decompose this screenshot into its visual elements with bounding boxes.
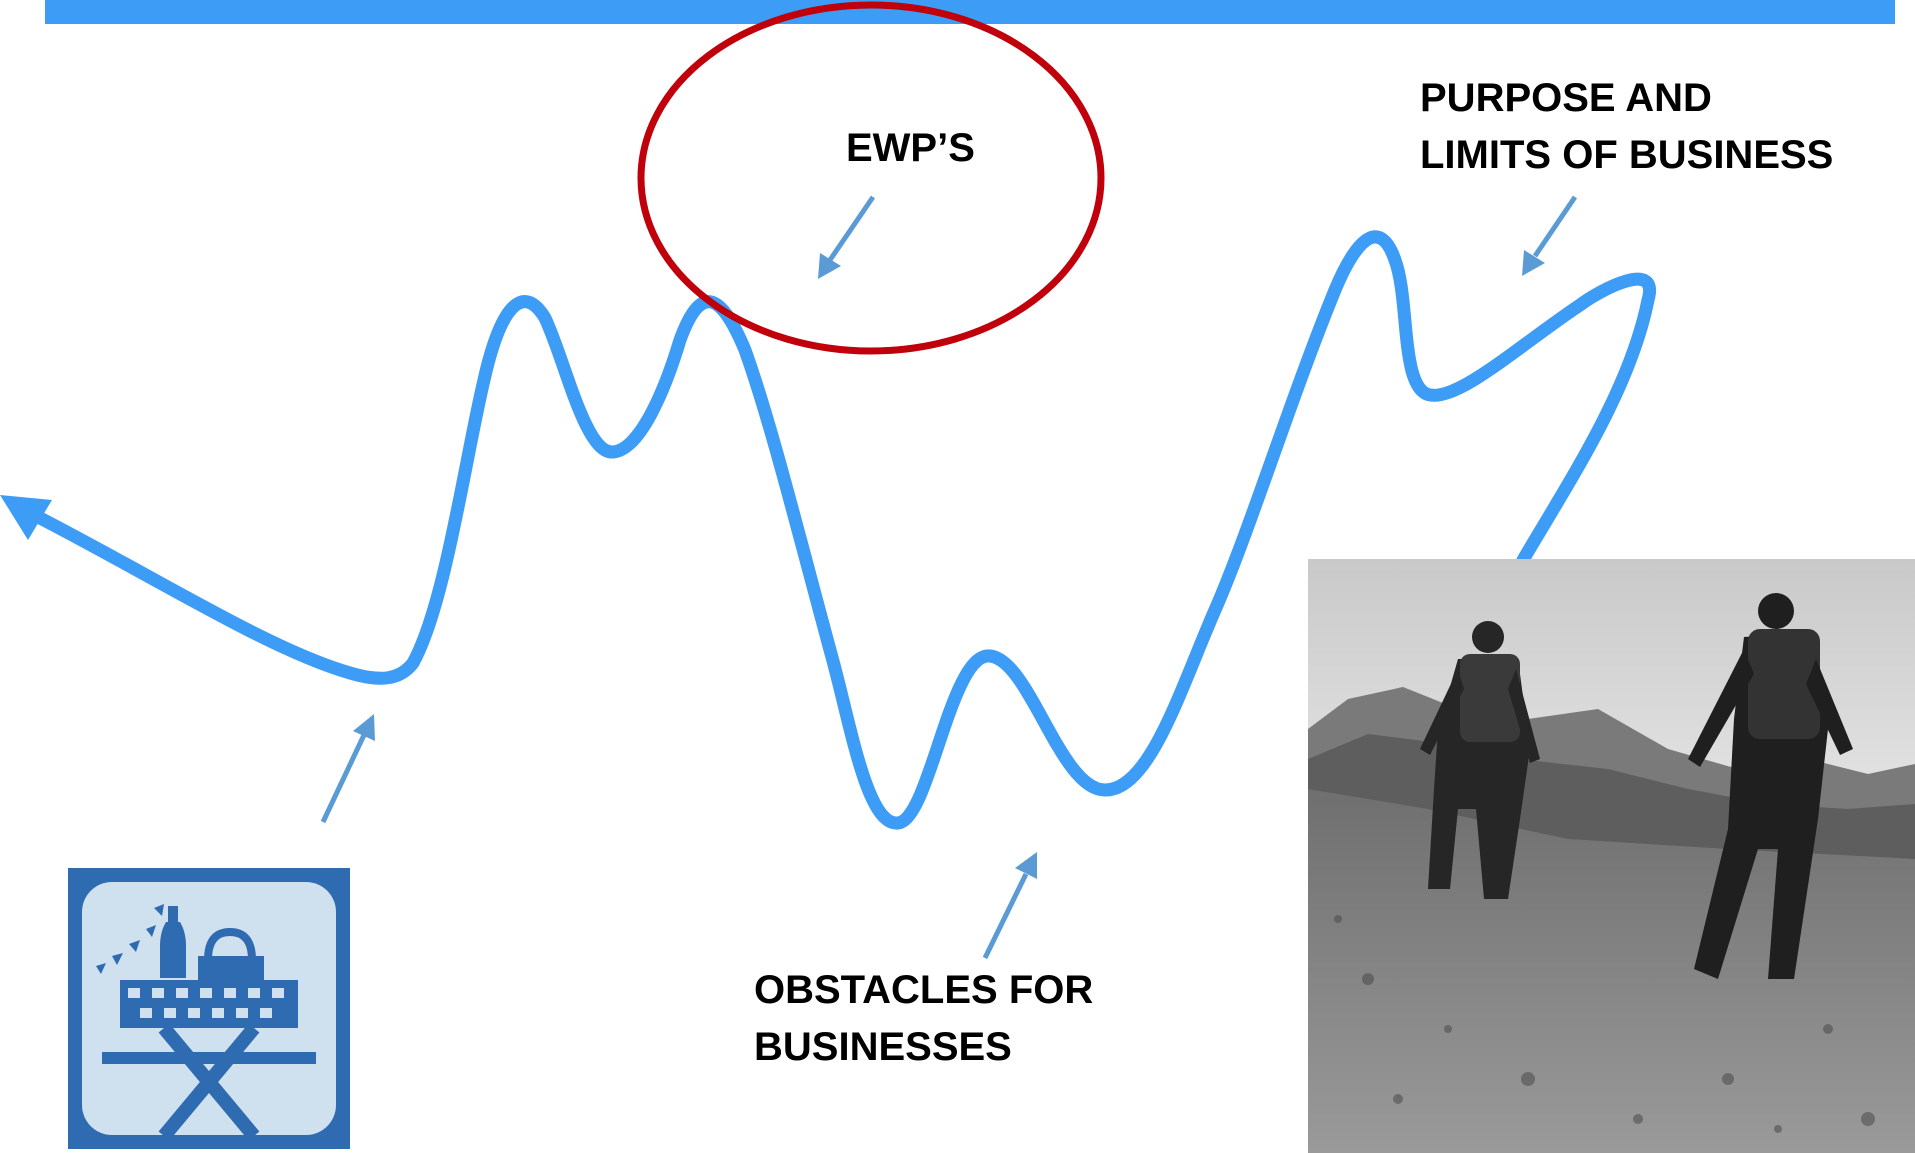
purpose-pointer-arrow [1522, 195, 1578, 276]
ewps-label-text: EWP’S [846, 126, 975, 170]
highlight-ellipse [637, 1, 1105, 355]
purpose-label-line-2: LIMITS OF BUSINESS [1420, 133, 1834, 177]
ewps-pointer-arrow [818, 195, 876, 279]
obstacles-label: OBSTACLES FOR BUSINESSES [754, 962, 1093, 1076]
journey-path [33, 230, 1656, 830]
hikers-photo [1308, 559, 1915, 1153]
purpose-limits-label: PURPOSE AND LIMITS OF BUSINESS [1420, 70, 1833, 184]
purpose-label-line-1: PURPOSE AND [1420, 76, 1712, 120]
obstacles-label-line-2: BUSINESSES [754, 1025, 1012, 1069]
pointer-arrows [320, 195, 1578, 960]
obstacles-label-line-1: OBSTACLES FOR [754, 968, 1094, 1012]
ewps-label: EWP’S [846, 120, 975, 177]
picnic-table-icon [68, 868, 350, 1149]
picnic-pointer-arrow [320, 714, 375, 824]
obstacles-pointer-arrow [982, 852, 1037, 960]
journey-arrowhead [0, 495, 52, 540]
